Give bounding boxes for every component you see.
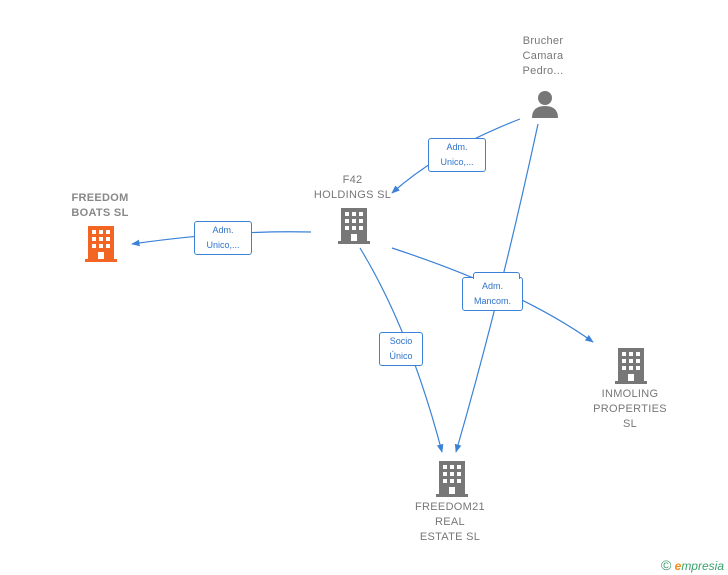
edge-label-f42-boats[interactable]: Adm. Unico,... [194,221,252,255]
node-f42-label: F42 HOLDINGS SL [313,174,392,201]
building-icon[interactable] [615,348,647,384]
edge-label-brucher-f42[interactable]: Adm. Unico,... [428,138,486,172]
edge-label-mancom[interactable]: Adm. Mancom. [462,272,523,311]
building-icon[interactable] [436,461,468,497]
copyright-icon: © [660,557,672,573]
building-icon[interactable] [338,208,370,244]
node-freedom-boats[interactable]: FREEDOM BOATS SL [50,191,150,221]
node-f42[interactable]: F42 HOLDINGS SL [295,173,410,203]
person-icon[interactable] [530,89,560,119]
node-inmoling[interactable]: INMOLING PROPERTIES SL [578,387,682,432]
empresia-logo: © empresia [660,557,724,573]
node-freedom21-label: FREEDOM21 REAL ESTATE SL [415,501,485,543]
node-inmoling-label: INMOLING PROPERTIES SL [593,388,667,430]
building-highlight-icon[interactable] [85,226,117,262]
node-freedom-boats-label: FREEDOM BOATS SL [71,192,129,219]
node-brucher[interactable]: Brucher Camara Pedro... [495,34,591,79]
node-freedom21[interactable]: FREEDOM21 REAL ESTATE SL [398,500,502,545]
edge-label-socio[interactable]: Socio Único [379,332,423,366]
node-brucher-label: Brucher Camara Pedro... [522,35,564,77]
